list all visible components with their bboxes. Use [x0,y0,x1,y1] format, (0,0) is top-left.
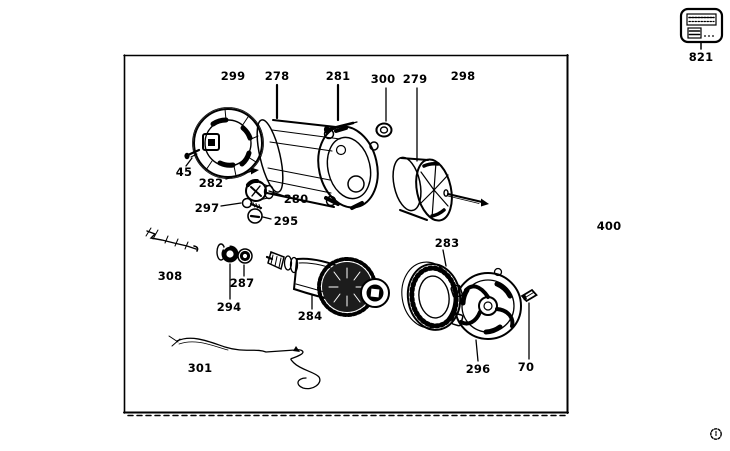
part-label-294: 294 [216,300,242,314]
part-278-field-drawing [256,119,379,210]
part-301-wire-drawing [168,335,321,390]
part-label-283: 283 [434,236,460,250]
part-label-298: 298 [450,69,476,83]
part-label-282: 282 [198,176,224,190]
part-label-296: 296 [465,362,491,376]
part-281-screw-drawing [323,121,358,134]
part-label-279: 279 [402,72,428,86]
part-295-grommet-drawing [247,208,263,224]
part-298-bolt-drawing [443,189,489,207]
part-279-baffle-drawing [392,156,453,222]
part-label-297: 297 [194,201,220,215]
part-280-brushcap-drawing [245,179,275,202]
part-308-spring-drawing [145,227,199,252]
diagram-border [123,54,569,417]
part-label-299: 299 [220,69,246,83]
part-294-bearing-drawing [216,243,239,263]
part-label-45: 45 [175,165,193,179]
part-label-400: 400 [596,219,622,233]
part-300-nut-drawing [375,122,393,138]
copyright-icon [710,428,722,440]
part-label-278: 278 [264,69,290,83]
part-284-armature-drawing [265,251,390,317]
part-297-screw-drawing [241,197,263,210]
part-label-70: 70 [517,360,535,374]
part-label-295: 295 [273,214,299,228]
part-299-endcap-drawing [192,107,264,179]
part-287-ring-drawing [237,248,253,264]
nameplate-icon [679,7,724,44]
part-70-pin-drawing [520,288,538,303]
part-label-287: 287 [229,276,255,290]
part-296-housing-drawing [450,267,522,340]
part-label-281: 281 [325,69,351,83]
part-label-308: 308 [157,269,183,283]
part-label-821: 821 [688,50,714,64]
part-label-280: 280 [283,192,309,206]
part-label-301: 301 [187,361,213,375]
part-label-284: 284 [297,309,323,323]
part-45-screw-drawing [184,148,201,160]
part-label-300: 300 [370,72,396,86]
part-283-ring-drawing [401,261,462,331]
